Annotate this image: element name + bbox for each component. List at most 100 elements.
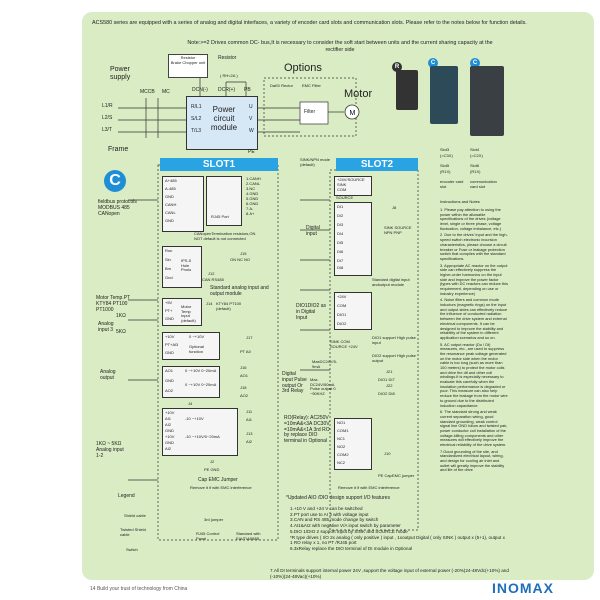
dcn-term: DCN(-) [192, 87, 208, 93]
note-4: 4. Noise filters and common mode inducto… [440, 297, 508, 340]
comm-slot-label: communication card slot [470, 179, 497, 189]
ai1-range: -10 ~+10V [185, 416, 204, 421]
ai-terminal-block: +10V AI1 AI2 GND +10V GND AI2 -10 ~+10V … [162, 408, 238, 456]
power-supply-label: Power supply [110, 66, 131, 82]
pulse-term-3: Bm [165, 266, 171, 271]
note-3: 3. Appropriate AC reactor on the output … [440, 262, 508, 296]
ao-terminal-block: AO1 GND AO2 0 ~+10V 0~20mA 0 ~+10V 0~20m… [162, 366, 220, 398]
note-text: Note:>=2 Drives common DC- bus,It is nec… [187, 40, 493, 53]
legend-twisted: Twisted Shield cable [120, 527, 146, 537]
top-terminal-block: +24V/SOURCE SINK COM [334, 176, 372, 196]
product-c2-image [470, 66, 504, 136]
dio1-support: DIO1 support High pulse input [372, 335, 416, 345]
sink-npn-label: SINK/NPN mode (default) [300, 157, 331, 167]
j13-ai2: AI2 [246, 439, 253, 444]
j2-label: J2 [210, 459, 215, 464]
motor-label: Motor [344, 88, 373, 100]
ao-term-1: AO1 [165, 368, 174, 373]
badge-c2: C [470, 58, 480, 68]
resistor-label: Resistor [218, 55, 237, 61]
can-pin-list: 1.CANH 2.CANL 3.NC 4.GND 5.GND 6.GND 7.A… [246, 176, 261, 216]
can-term-5: CANL [165, 210, 176, 215]
input-l3: L3/T [102, 127, 113, 133]
j16-label: J16 [240, 365, 247, 370]
term-u: U [249, 104, 253, 110]
r5k-label: 5KΩ [116, 329, 126, 335]
frame-label: Frame [108, 146, 129, 153]
emc-jumper-slot2: EMC jumper [392, 473, 415, 478]
encoder-slot-label: encoder card slot [440, 179, 464, 189]
feature-8: 7.All DI terminals support internal powe… [270, 568, 509, 579]
legend-title: Legend [118, 493, 135, 499]
motor-symbol-letter: M [350, 110, 356, 117]
ao-term-2: GND [165, 378, 174, 383]
slot1-bar: SLOT1 [160, 158, 278, 171]
updated-note: *Updated AIO /DIO design support I/O fea… [286, 495, 390, 501]
badge-c1: C [428, 58, 438, 68]
ao-term-3: AO2 [165, 388, 174, 393]
ai-term-3: AI2 [165, 422, 172, 427]
fieldbus-label: fieldbus protocols MODBUS 485 CANopen [98, 199, 137, 217]
analog-output-label: Analog output [100, 369, 116, 381]
mccb-label: MCCB [140, 89, 155, 95]
ro-term-1: NO1 [337, 420, 346, 425]
digital-input-label: Digital input [306, 225, 320, 237]
source-label: SOURCE [336, 195, 354, 200]
can-pin-7: 7.A- [246, 206, 254, 211]
pulse-term-2: Sin [165, 257, 171, 262]
intro-text: ACS580 series are equipped with a series… [92, 20, 527, 26]
feature-5: 5.DIO 1/DIO 2 support input by SINK and … [290, 528, 408, 534]
footer-page: 14 Build your trust of technology from C… [90, 586, 188, 592]
pulse-terminal-block: Ron Sin Bm Gnd IPS-5 Hole Pnolo [162, 246, 202, 288]
brand-logo: INOMAX [492, 580, 554, 596]
ai3-terminal-block: +10V PT+Al3 GND 0 ~+10V Optional functio… [162, 332, 220, 360]
term-v: V [249, 116, 253, 122]
feature-7: 6.3xRelay replace the DIO terminal of DI… [290, 546, 413, 552]
can-term-2: A-485 [165, 186, 176, 191]
note-6: 6. The standard strong and weak current … [440, 409, 508, 447]
dio-term-1: +24V [337, 294, 347, 299]
slot3-name: Slot3 [440, 147, 450, 152]
note-7: 7.Good grounding of the site, and standa… [440, 448, 505, 473]
legend-shield: Shield cable [124, 513, 146, 518]
badge-r: R [392, 62, 402, 72]
ai3-term-2: PT+Al3 [165, 342, 179, 347]
pulse-term-1: Ron [165, 248, 173, 253]
ai-term-4: GND [165, 428, 174, 433]
j16-ao1: AO1 [240, 373, 249, 378]
can-term-3: GND [165, 194, 174, 199]
j22-label: J22 [386, 383, 393, 388]
di-terminal-block: DI1 DI2 DI3 DI4 DI5 DI6 DI7 DI8 [334, 202, 372, 276]
feature-1: 1.+10 V and +24 V can be switched [290, 506, 363, 511]
term-sl2: S/L2 [191, 116, 202, 122]
can-pin-3: 3.NC [246, 186, 256, 191]
di-term-3: DI3 [337, 222, 344, 227]
feature-3: 3.CAN and RS 485 mode change by switch [290, 517, 379, 523]
ai-term-6: GND [165, 440, 174, 445]
temp-term-1: +5V [165, 300, 173, 305]
j14-options: KTY84 PT100 (default) [216, 301, 242, 311]
mc-label: MC [162, 89, 170, 95]
digital-pulse-output: Digital input Pulse output Or 3rd Relay [282, 371, 307, 395]
brake-unit-box: Resistor Brake Chopper unit [168, 54, 208, 78]
term-rl1: R/L1 [191, 104, 202, 110]
temp-term-2: PT+ [165, 308, 173, 313]
ro-term-2: COM1 [337, 428, 349, 433]
rj45-port-label: RJ45 Port [211, 214, 229, 219]
di-term-1: DI1 [337, 204, 344, 209]
temp-term-3: GND [165, 316, 174, 321]
j12-label: J12 [208, 271, 215, 276]
note-1: 1. Please pay attention to using the pow… [440, 207, 502, 231]
term-tl3: T/L3 [191, 128, 202, 134]
ro-terminal-block: NO1 COM1 NC1 NO2 COM2 NC2 [334, 418, 372, 470]
can-terminal-block: A+485 A-485 GND CANH CANL GND [162, 176, 204, 232]
feature-2: 2.PT port use to AI 3 with voltage input [290, 511, 369, 517]
ai-term-7: AI2 [165, 446, 172, 451]
can-pin-6: 6.GND [246, 201, 259, 206]
j14-label: J14 [206, 301, 213, 306]
max-out-label: Max. DC24V/50mA Pulse output 0 ~50KHZ [310, 377, 336, 396]
top-term-1: +24V/SOURCE [337, 177, 365, 182]
motor-symbol [344, 104, 360, 120]
term-w: W [249, 128, 254, 134]
j18-ao2: AO2 [240, 393, 249, 398]
